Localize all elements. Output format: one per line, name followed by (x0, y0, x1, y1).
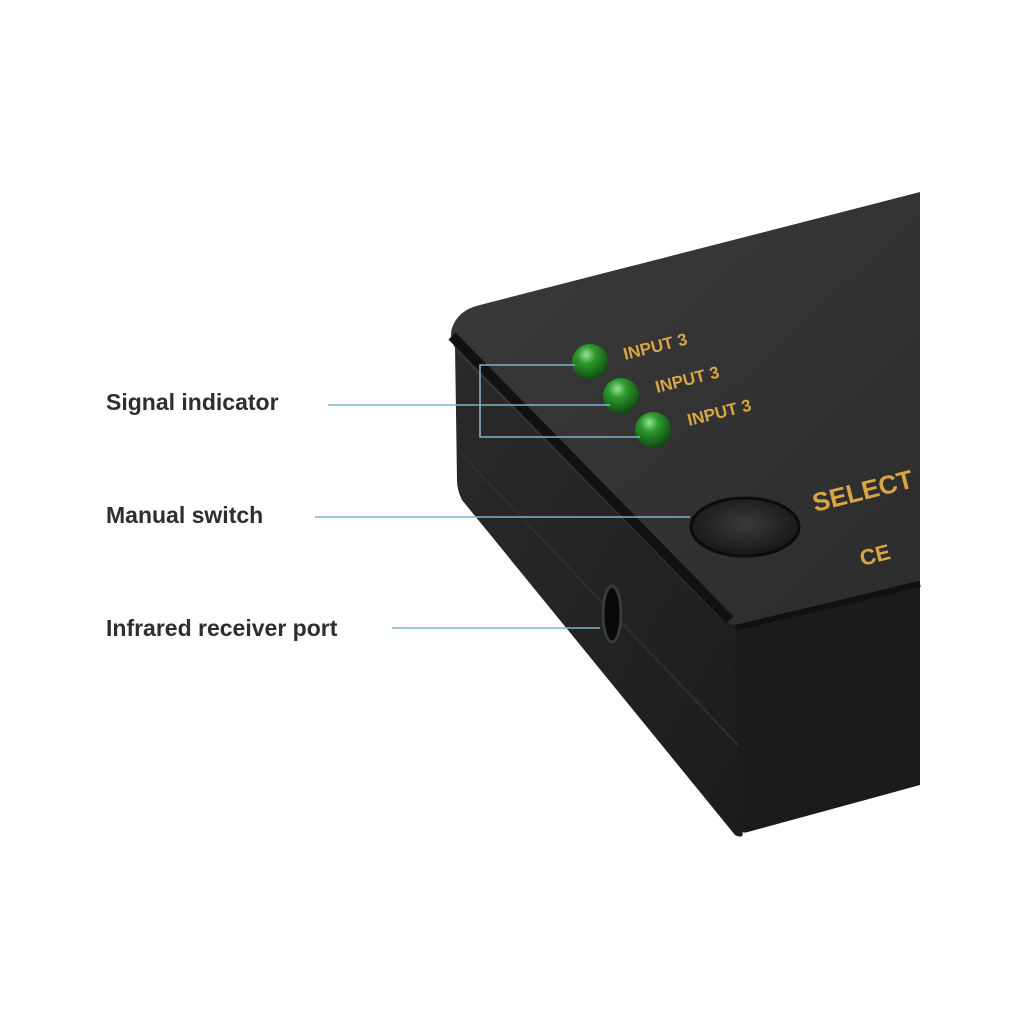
ir-port (601, 584, 623, 644)
led-2 (603, 378, 639, 414)
device-side-face (455, 345, 743, 837)
signal-indicator-label: Signal indicator (106, 389, 279, 415)
signal-indicator-leader (328, 364, 640, 438)
infrared-receiver-port-label: Infrared receiver port (106, 615, 338, 641)
led-3 (635, 412, 671, 448)
manual-switch-button (689, 496, 801, 558)
leader-lines (315, 364, 690, 629)
led-1 (572, 344, 608, 380)
device-front-face (735, 580, 920, 833)
device-top-face (451, 192, 920, 626)
manual-switch-label: Manual switch (106, 502, 264, 528)
